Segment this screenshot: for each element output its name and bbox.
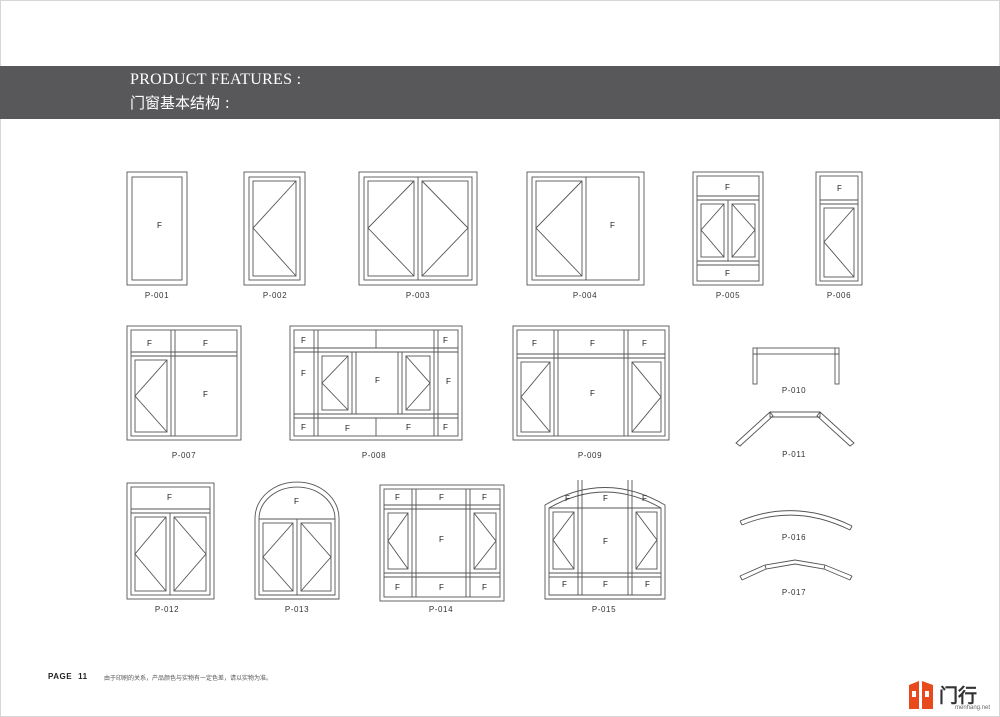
window-p005: F F P-005 — [692, 171, 764, 300]
pane-label: F — [147, 339, 152, 348]
product-code: P-002 — [263, 291, 287, 300]
window-p017: P-017 — [739, 559, 853, 597]
window-p004: F P-004 — [526, 171, 645, 300]
product-code: P-009 — [578, 451, 602, 460]
product-code: P-017 — [782, 588, 806, 597]
page-title-cn: 门窗基本结构 : — [130, 94, 230, 112]
pane-label: F — [301, 423, 306, 432]
product-code: P-016 — [782, 533, 806, 542]
pane-label: F — [642, 339, 647, 348]
brand-logo-icon — [909, 681, 933, 709]
product-code: P-008 — [362, 451, 386, 460]
window-p007: F F F P-007 — [126, 325, 242, 460]
window-p013: F P-013 — [254, 481, 340, 614]
pane-label: F — [443, 423, 448, 432]
window-p012: F P-012 — [126, 482, 215, 614]
page-number-value: 11 — [78, 672, 88, 681]
pane-label: F — [406, 423, 411, 432]
pane-label: F — [301, 369, 306, 378]
pane-label: F — [375, 376, 380, 385]
window-p010: P-010 — [752, 347, 840, 395]
product-code: P-013 — [285, 605, 309, 614]
pane-label: F — [590, 339, 595, 348]
product-code: P-003 — [406, 291, 430, 300]
product-code: P-015 — [592, 605, 616, 614]
brand-url: menhang.net — [955, 705, 991, 711]
header-band — [0, 66, 1000, 119]
window-p011: P-011 — [735, 411, 855, 459]
pane-label: F — [837, 184, 842, 193]
window-p006: F P-006 — [815, 171, 863, 300]
pane-label: F — [590, 389, 595, 398]
pane-label: F — [395, 583, 400, 592]
pane-label: F — [642, 494, 647, 503]
brand-name: 门行 — [939, 685, 978, 707]
window-p001: F P-001 — [126, 171, 188, 300]
pane-label: F — [645, 580, 650, 589]
pane-label: F — [301, 336, 306, 345]
print-disclaimer: 由于印刷的关系，产品颜色与实物有一定色差，请以实物为准。 — [104, 675, 273, 682]
pane-label: F — [603, 580, 608, 589]
page-number: PAGE 11 — [48, 672, 88, 681]
pane-label: F — [446, 377, 451, 386]
pane-label: F — [443, 336, 448, 345]
page-title-en: PRODUCT FEATURES : — [130, 71, 302, 88]
pane-label: F — [603, 494, 608, 503]
window-p016: P-016 — [739, 510, 853, 542]
product-code: P-007 — [172, 451, 196, 460]
pane-label: F — [562, 580, 567, 589]
product-code: P-011 — [782, 450, 806, 459]
pane-label: F — [203, 390, 208, 399]
window-p003: P-003 — [358, 171, 478, 300]
pane-label: F — [294, 497, 299, 506]
pane-label: F — [439, 535, 444, 544]
pane-label: F — [439, 583, 444, 592]
product-code: P-012 — [155, 605, 179, 614]
pane-label: F — [157, 221, 162, 230]
pane-label: F — [482, 583, 487, 592]
window-p008: F F F F F F F F F P-008 — [289, 325, 463, 460]
pane-label: F — [725, 269, 730, 278]
pane-label: F — [395, 493, 400, 502]
pane-label: F — [482, 493, 487, 502]
pane-label: F — [345, 424, 350, 433]
window-p002: P-002 — [243, 171, 306, 300]
product-code: P-004 — [573, 291, 597, 300]
product-code: P-005 — [716, 291, 740, 300]
brand-watermark: 门行 menhang.net — [905, 679, 995, 715]
window-p009: F F F F P-009 — [512, 325, 670, 460]
product-code: P-006 — [827, 291, 851, 300]
product-code: P-001 — [145, 291, 169, 300]
pane-label: F — [725, 183, 730, 192]
window-p015: F F F F F F F P-015 — [544, 480, 666, 614]
pane-label: F — [610, 221, 615, 230]
product-code: P-010 — [782, 386, 806, 395]
pane-label: F — [203, 339, 208, 348]
window-p014: F F F F F F F P-014 — [379, 484, 505, 614]
pane-label: F — [565, 494, 570, 503]
pane-label: F — [603, 537, 608, 546]
pane-label: F — [439, 493, 444, 502]
pane-label: F — [167, 493, 172, 502]
product-code: P-014 — [429, 605, 453, 614]
page-label-text: PAGE — [48, 672, 73, 681]
pane-label: F — [532, 339, 537, 348]
